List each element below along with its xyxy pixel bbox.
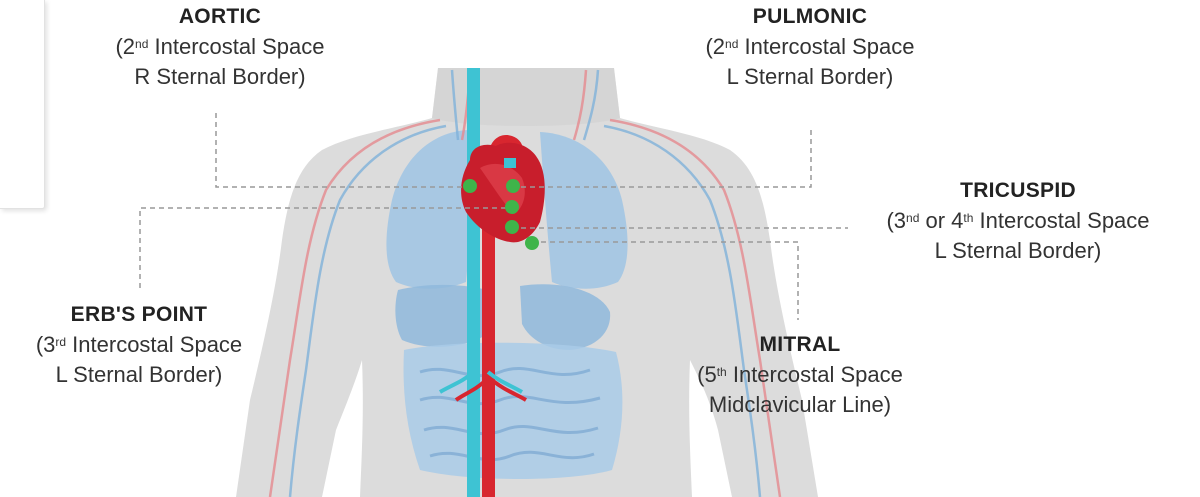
pulmonary-trunk	[504, 158, 516, 168]
pulmonic-location-line2: L Sternal Border)	[660, 62, 960, 92]
tricuspid-point-marker	[505, 220, 519, 234]
pulmonic-point-marker	[506, 179, 520, 193]
mitral-title: MITRAL	[652, 330, 948, 360]
tricuspid-location-line1: (3nd or 4th Intercostal Space	[848, 206, 1188, 236]
aorta	[482, 225, 495, 497]
mitral-label: MITRAL (5th Intercostal Space Midclavicu…	[652, 330, 948, 420]
pulmonic-location-line1: (2nd Intercostal Space	[660, 32, 960, 62]
mitral-location-line1: (5th Intercostal Space	[652, 360, 948, 390]
erbs-point-label: ERB'S POINT (3rd Intercostal Space L Ste…	[0, 300, 278, 390]
tricuspid-label: TRICUSPID (3nd or 4th Intercostal Space …	[848, 176, 1188, 266]
erbs-point-marker	[505, 200, 519, 214]
tricuspid-title: TRICUSPID	[848, 176, 1188, 206]
neck	[432, 68, 620, 126]
aortic-title: AORTIC	[70, 2, 370, 32]
vena-cava	[467, 68, 480, 497]
aortic-location-line1: (2nd Intercostal Space	[70, 32, 370, 62]
aortic-point-marker	[463, 179, 477, 193]
aortic-location-line2: R Sternal Border)	[70, 62, 370, 92]
pulmonic-title: PULMONIC	[660, 2, 960, 32]
pulmonic-label: PULMONIC (2nd Intercostal Space L Sterna…	[660, 2, 960, 92]
erbs-point-location-line1: (3rd Intercostal Space	[0, 330, 278, 360]
aortic-label: AORTIC (2nd Intercostal Space R Sternal …	[70, 2, 370, 92]
erbs-point-location-line2: L Sternal Border)	[0, 360, 278, 390]
intestines	[404, 343, 623, 479]
erbs-point-title: ERB'S POINT	[0, 300, 278, 330]
mitral-location-line2: Midclavicular Line)	[652, 390, 948, 420]
tricuspid-location-line2: L Sternal Border)	[848, 236, 1188, 266]
mitral-point-marker	[525, 236, 539, 250]
